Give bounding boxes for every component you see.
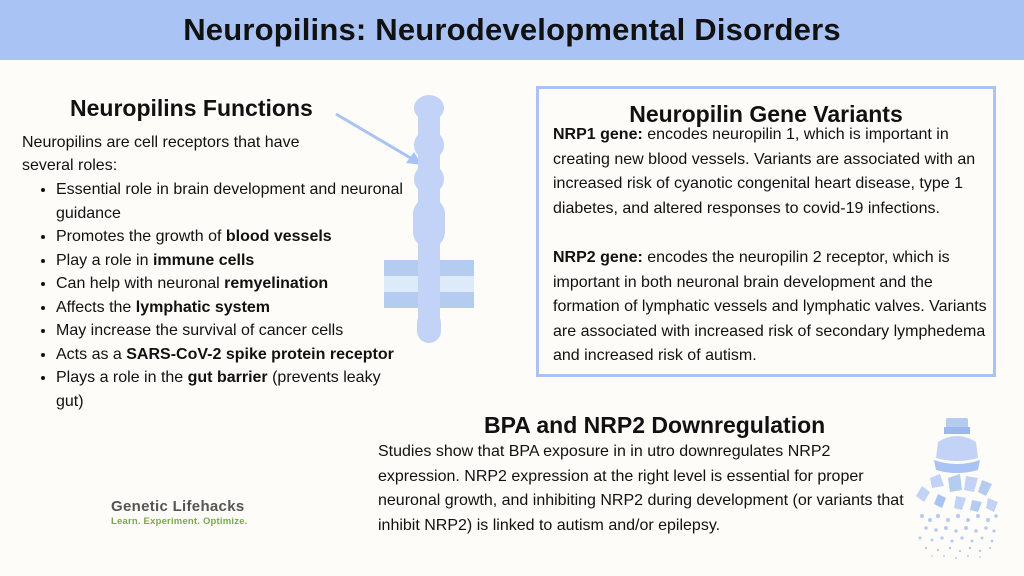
list-item: Plays a role in the gut barrier (prevent… <box>56 366 406 413</box>
list-item: Acts as a SARS-CoV-2 spike protein recep… <box>56 343 406 367</box>
page-title: Neuropilins: Neurodevelopmental Disorder… <box>183 12 841 47</box>
list-item: Can help with neuronal remyelination <box>56 272 406 296</box>
bpa-heading: BPA and NRP2 Downregulation <box>484 412 826 438</box>
functions-list: Essential role in brain development and … <box>22 178 406 413</box>
list-item: Essential role in brain development and … <box>56 178 406 225</box>
logo: Genetic Lifehacks Learn. Experiment. Opt… <box>111 498 248 527</box>
title-banner: Neuropilins: Neurodevelopmental Disorder… <box>0 0 1024 60</box>
functions-heading: Neuropilins Functions <box>70 95 313 121</box>
logo-tagline: Learn. Experiment. Optimize. <box>111 516 248 527</box>
variants-box: Neuropilin Gene Variants NRP1 gene: enco… <box>536 86 996 377</box>
list-item: May increase the survival of cancer cell… <box>56 319 406 343</box>
list-item: Promotes the growth of blood vessels <box>56 225 406 249</box>
variants-heading: Neuropilin Gene Variants <box>629 101 903 127</box>
logo-name: Genetic Lifehacks <box>111 498 245 515</box>
receptor-diagram-icon <box>384 95 474 343</box>
list-item: Play a role in immune cells <box>56 249 406 273</box>
bpa-paragraph: Studies show that BPA exposure in in utr… <box>378 443 904 534</box>
nrp2-paragraph: NRP2 gene: encodes the neuropilin 2 rece… <box>553 249 987 364</box>
nrp1-paragraph: NRP1 gene: encodes neuropilin 1, which i… <box>553 126 976 217</box>
list-item: Affects the lymphatic system <box>56 296 406 320</box>
functions-intro: Neuropilins are cell receptors that have… <box>22 134 300 174</box>
plastic-bottle-icon <box>916 418 998 559</box>
